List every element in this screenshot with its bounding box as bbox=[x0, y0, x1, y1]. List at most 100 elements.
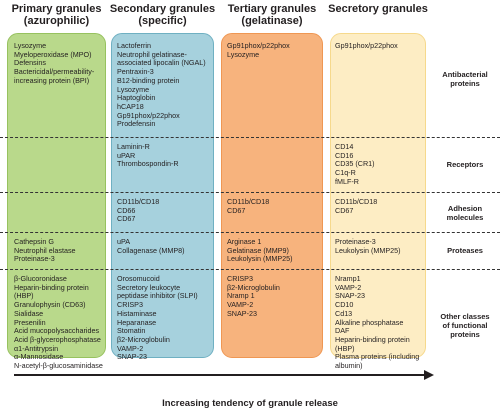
protein-item: SNAP-23 bbox=[335, 291, 365, 301]
arrow-right-icon bbox=[424, 370, 434, 380]
primary-granules-column bbox=[7, 33, 106, 358]
row-separator bbox=[0, 192, 500, 193]
row-separator bbox=[0, 137, 500, 138]
protein-item: Lactoferrin bbox=[117, 41, 151, 50]
protein-item: α-Mannosidase bbox=[14, 352, 64, 362]
protein-item: Proteinase-3 bbox=[14, 254, 55, 264]
protein-item: Nramp 1 bbox=[227, 291, 255, 301]
protein-item: albumin) bbox=[335, 361, 363, 371]
protein-item: VAMP-2 bbox=[117, 343, 144, 353]
protein-item: Gp91phox/p22phox bbox=[227, 41, 290, 50]
protein-item: Prodefensin bbox=[117, 119, 156, 129]
protein-item: CD11b/CD18 bbox=[227, 197, 270, 206]
protein-item: CRISP3 bbox=[117, 300, 143, 310]
protein-item: Lysozyme bbox=[227, 49, 260, 59]
protein-item: Gelatinase (MMP9) bbox=[227, 245, 289, 255]
protein-item: Presenilin bbox=[14, 317, 46, 327]
header-line: Secondary granules bbox=[109, 3, 216, 15]
protein-item: Heparanase bbox=[117, 317, 157, 327]
protein-item: CD66 bbox=[117, 205, 136, 215]
protein-item: Heparin-binding protein bbox=[335, 334, 410, 344]
header-line: (gelatinase) bbox=[241, 15, 303, 27]
header-line: Primary granules bbox=[11, 3, 102, 15]
category-line: proteins bbox=[450, 330, 480, 339]
category-other-functional-proteins: Other classes of functional proteins bbox=[432, 312, 498, 339]
protein-item: CD11b/CD18 bbox=[335, 197, 378, 206]
protein-item: Plasma proteins (including bbox=[335, 352, 420, 362]
category-line: molecules bbox=[446, 213, 484, 222]
protein-item: Neutrophil gelatinase- bbox=[117, 49, 187, 59]
header-secondary-granules: Secondary granules (specific) bbox=[109, 3, 216, 27]
protein-item: CD67 bbox=[335, 205, 354, 215]
protein-item: B12-binding protein bbox=[117, 75, 180, 85]
row-separator bbox=[0, 269, 500, 270]
protein-item: fMLF-R bbox=[335, 176, 359, 186]
release-arrow-line bbox=[14, 374, 426, 376]
protein-item: (HBP) bbox=[335, 343, 355, 353]
protein-item: increasing protein (BPI) bbox=[14, 75, 90, 85]
header-line: Secretory granules bbox=[328, 3, 428, 15]
tertiary-granules-column bbox=[221, 33, 323, 358]
protein-item: Collagenase (MMP8) bbox=[117, 245, 185, 255]
secretory-granules-column bbox=[330, 33, 426, 358]
protein-item: CD16 bbox=[335, 150, 354, 160]
category-line: Antibacterial bbox=[442, 70, 488, 79]
category-adhesion-molecules: Adhesion molecules bbox=[432, 204, 498, 222]
protein-item: Laminin-R bbox=[117, 142, 150, 151]
protein-item: Haptoglobin bbox=[117, 93, 156, 103]
protein-item: α1-Antitrypsin bbox=[14, 343, 59, 353]
protein-item: SNAP-23 bbox=[117, 352, 147, 362]
protein-item: VAMP-2 bbox=[335, 282, 362, 292]
protein-item: CD35 (CR1) bbox=[335, 159, 375, 169]
protein-item: DAF bbox=[335, 326, 350, 336]
protein-item: Thrombospondin-R bbox=[117, 159, 179, 169]
protein-item: SNAP-23 bbox=[227, 308, 257, 318]
protein-item: β-Glucoronidase bbox=[14, 274, 67, 283]
protein-item: Stomatin bbox=[117, 326, 146, 336]
row-separator bbox=[0, 232, 500, 233]
protein-item: Gp91phox/p22phox bbox=[117, 110, 180, 120]
header-secretory-granules: Secretory granules bbox=[328, 3, 428, 15]
protein-item: Sialidase bbox=[14, 308, 44, 318]
protein-item: hCAP18 bbox=[117, 101, 144, 111]
protein-item: Orosomucoid bbox=[117, 274, 160, 283]
category-line: of functional bbox=[442, 321, 488, 330]
category-line: proteins bbox=[450, 79, 480, 88]
header-primary-granules: Primary granules (azurophilic) bbox=[5, 3, 108, 27]
protein-item: Acid mucopolysaccharides bbox=[14, 326, 100, 336]
protein-item: Cathepsin G bbox=[14, 237, 54, 246]
header-line: (azurophilic) bbox=[23, 15, 90, 27]
header-tertiary-granules: Tertiary granules (gelatinase) bbox=[219, 3, 325, 27]
category-line: Receptors bbox=[446, 160, 484, 169]
protein-item: Acid β-glycerophosphatase bbox=[14, 334, 101, 344]
protein-item: (HBP) bbox=[14, 291, 34, 301]
protein-cell: Gp91phox/p22phox bbox=[335, 41, 398, 51]
protein-item: uPAR bbox=[117, 150, 136, 160]
protein-item: Proteinase-3 bbox=[335, 237, 376, 246]
protein-item: Cd13 bbox=[335, 308, 353, 318]
protein-item: Nramp1 bbox=[335, 274, 361, 283]
protein-item: Leukolysin (MMP25) bbox=[335, 245, 401, 255]
protein-item: Gp91phox/p22phox bbox=[335, 41, 398, 50]
category-line: Proteases bbox=[447, 246, 483, 255]
protein-item: Secretory leukocyte bbox=[117, 282, 181, 292]
category-line: Adhesion bbox=[447, 204, 483, 213]
protein-item: CD11b/CD18 bbox=[117, 197, 160, 206]
protein-item: CD10 bbox=[335, 300, 354, 310]
category-antibacterial-proteins: Antibacterial proteins bbox=[432, 70, 498, 88]
protein-item: VAMP-2 bbox=[227, 300, 254, 310]
protein-item: CRISP3 bbox=[227, 274, 253, 283]
protein-item: CD67 bbox=[227, 205, 246, 215]
protein-item: CD14 bbox=[335, 142, 354, 151]
protein-item: Arginase 1 bbox=[227, 237, 262, 246]
protein-item: Alkaline phosphatase bbox=[335, 317, 404, 327]
